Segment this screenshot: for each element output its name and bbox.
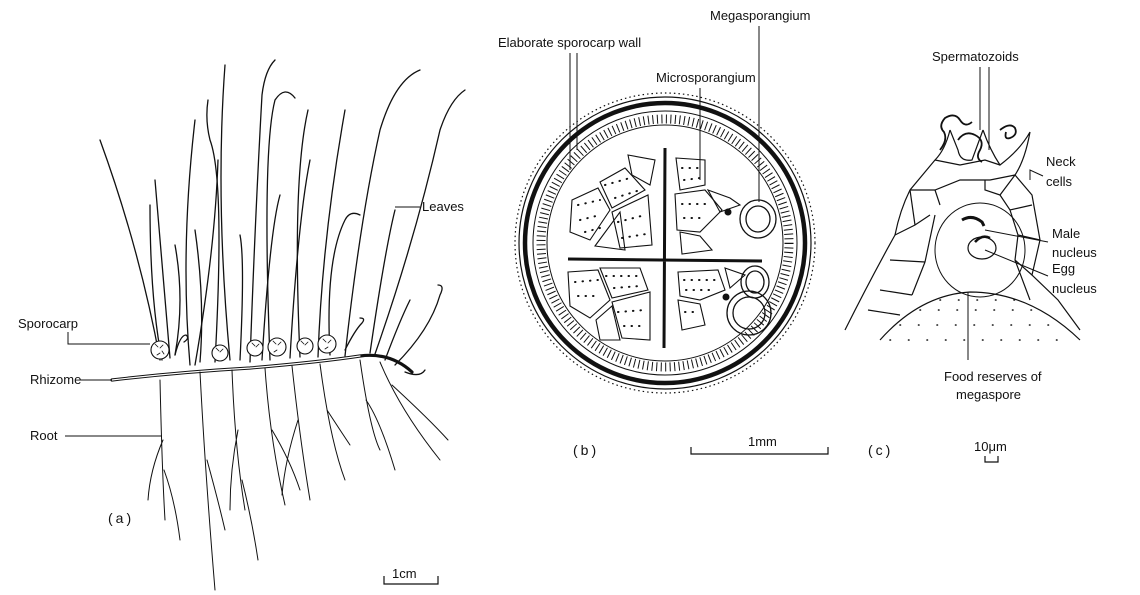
food-reserves-label-1: Food reserves of xyxy=(944,369,1042,384)
neck-cells-label-1: Neck xyxy=(1046,154,1076,169)
megasporangia-group xyxy=(727,200,776,335)
food-reserves-label-2: megaspore xyxy=(956,387,1021,402)
cross-septa xyxy=(568,148,762,348)
microsporangia-group xyxy=(568,155,745,340)
scale-label-a: 1cm xyxy=(392,566,417,581)
neck-cells-label-2: cells xyxy=(1046,174,1073,189)
male-nucleus-shape xyxy=(962,217,984,226)
egg-nucleus-shape xyxy=(968,237,996,259)
scale-label-b: 1mm xyxy=(748,434,777,449)
megasporangium-label: Megasporangium xyxy=(710,8,810,23)
male-nucleus-label-2: nucleus xyxy=(1052,245,1097,260)
archegonium-outline xyxy=(845,130,1080,330)
microsporangium-label: Microsporangium xyxy=(656,70,756,85)
panel-a-label: (a) xyxy=(108,510,134,526)
panel-a-labels: Leaves Sporocarp Rhizome Root (a) 1cm xyxy=(18,199,464,584)
spermatozoids-label: Spermatozoids xyxy=(932,49,1019,64)
roots-group xyxy=(148,360,448,590)
venter-cell xyxy=(935,203,1025,297)
rhizome-label: Rhizome xyxy=(30,372,81,387)
panel-b-label: (b) xyxy=(573,442,599,458)
egg-nucleus-label-1: Egg xyxy=(1052,261,1075,276)
scale-label-c: 10μm xyxy=(974,439,1007,454)
scale-bar-c xyxy=(985,456,998,462)
panel-c-labels: Spermatozoids Neck cells Male nucleus Eg… xyxy=(868,49,1097,462)
root-label: Root xyxy=(30,428,58,443)
sporocarps-group xyxy=(151,335,336,361)
leaves-label: Leaves xyxy=(422,199,464,214)
panel-b-sporocarp-section xyxy=(515,93,815,393)
spermatozoids-group xyxy=(940,115,1016,162)
sporocarp-label: Sporocarp xyxy=(18,316,78,331)
food-reserves-shape xyxy=(880,292,1080,340)
panel-c-archegonium xyxy=(845,115,1080,340)
leaves-group xyxy=(100,60,465,375)
male-nucleus-label-1: Male xyxy=(1052,226,1080,241)
panel-a-plant xyxy=(100,60,465,590)
sporocarp-wall-label: Elaborate sporocarp wall xyxy=(498,35,641,50)
egg-nucleus-label-2: nucleus xyxy=(1052,281,1097,296)
panel-c-label: (c) xyxy=(868,442,893,458)
